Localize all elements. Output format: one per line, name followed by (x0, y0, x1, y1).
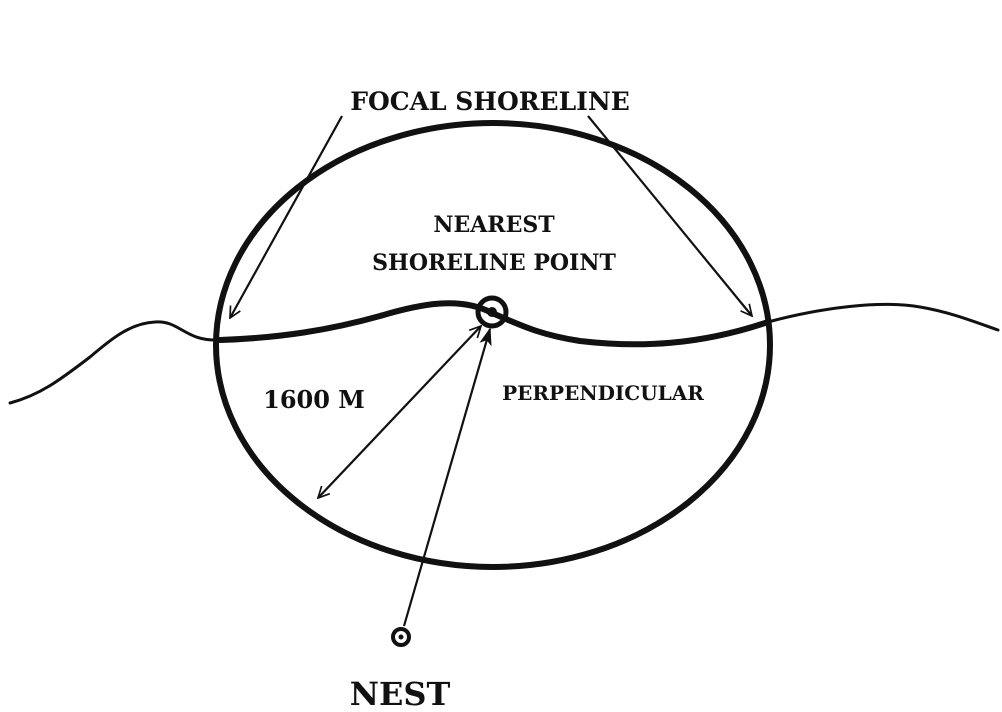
nearest-label-line2: SHORELINE POINT (372, 250, 616, 276)
shoreline-right (766, 302, 1000, 332)
focal-arrow-right (587, 115, 752, 316)
focal-arrow-left (229, 115, 343, 318)
shoreline-left (8, 320, 222, 405)
nearest-shoreline-point (475, 295, 509, 329)
distance-label: 1600 M (263, 385, 365, 414)
perpendicular-line (402, 327, 492, 627)
radius-arrow (318, 326, 481, 498)
focal-shoreline-label: FOCAL SHORELINE (350, 87, 630, 116)
buffer-circle (213, 120, 773, 570)
nest-label: NEST (350, 675, 451, 712)
nest-marker (391, 627, 411, 647)
perpendicular-label: PERPENDICULAR (502, 381, 704, 405)
nearest-label-line1: NEAREST (433, 212, 555, 238)
